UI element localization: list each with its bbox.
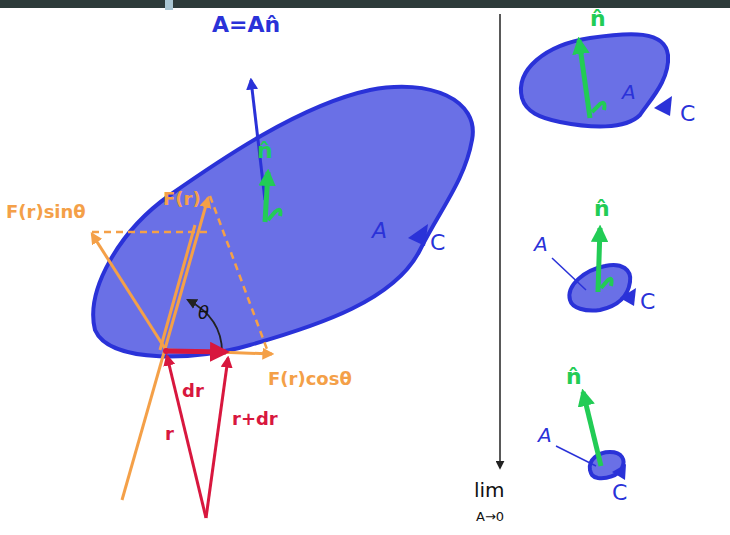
area-vector-label: A=An̂: [212, 14, 280, 36]
normal-label: n̂: [257, 140, 273, 162]
position-plus-label: r+dr: [232, 410, 278, 428]
contour-label: C: [680, 103, 695, 125]
area-label: A: [622, 82, 636, 102]
contour-label: C: [640, 291, 655, 313]
force-sine-label: F(r)sinθ: [6, 203, 86, 221]
area-label: A: [534, 234, 548, 254]
limit-label: lim: [474, 480, 505, 500]
displacement-label: dr: [182, 382, 204, 400]
force-cosine-label: F(r)cosθ: [268, 370, 352, 388]
contour-label: C: [430, 232, 445, 254]
normal-label: n̂: [594, 198, 610, 220]
contour-label: C: [612, 482, 627, 504]
angle-label: θ: [198, 304, 209, 322]
area-label: A: [372, 220, 387, 242]
force-label: F(r): [163, 190, 201, 208]
area-label: A: [538, 425, 552, 445]
normal-label: n̂: [590, 8, 606, 30]
position-label: r: [165, 425, 174, 443]
normal-label: n̂: [566, 366, 582, 388]
limit-subscript: A→0: [476, 510, 504, 523]
